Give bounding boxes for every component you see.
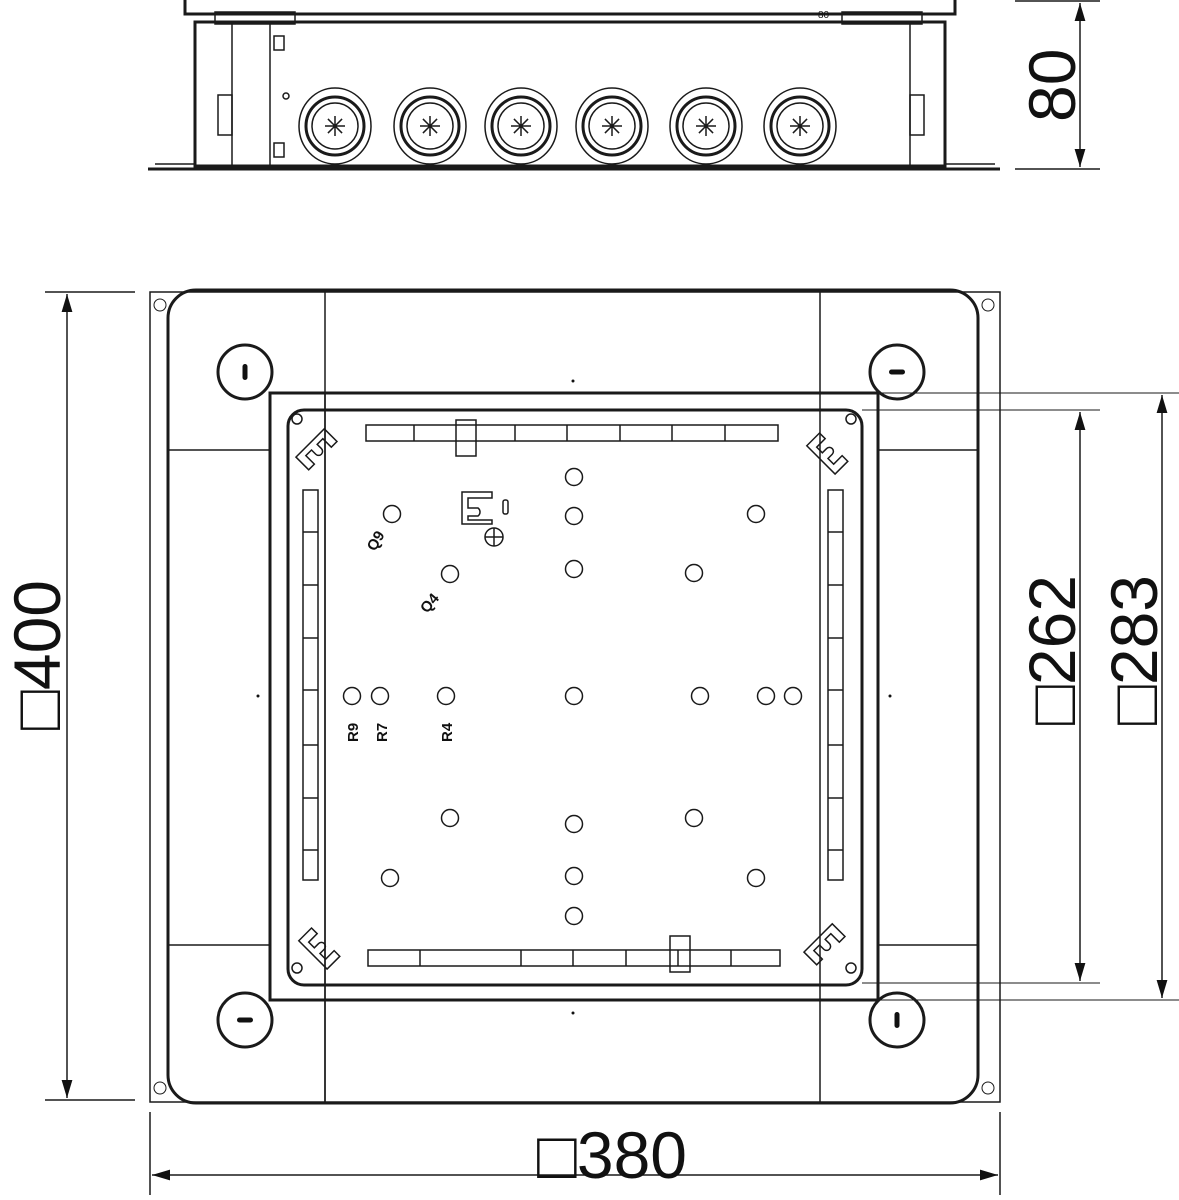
mounting-hole <box>370 686 390 706</box>
top-slot-rail <box>365 424 779 442</box>
mounting-hole <box>564 467 584 487</box>
corner-screw <box>291 962 303 974</box>
earth-bracket <box>461 491 493 525</box>
mounting-hole <box>380 868 400 888</box>
outer-height-dimension: □400 <box>0 580 74 730</box>
side-marking: 80 <box>818 10 830 21</box>
cable-gland <box>484 87 558 165</box>
inner-dimension-b: □283 <box>1097 575 1171 725</box>
corner-clip <box>294 427 339 471</box>
plan-view: Q9 Q4 R9 R7 R4 □400 □380 □262 □283 <box>0 288 1179 1195</box>
mounting-holes <box>342 467 803 926</box>
fixing-screw <box>216 991 274 1049</box>
side-view: 80 80 <box>148 0 1100 171</box>
bottom-slot-rail <box>367 949 781 967</box>
outer-frame <box>149 291 1001 1103</box>
mounting-hole <box>342 686 362 706</box>
right-slot-rail <box>827 489 844 881</box>
left-slot-rail <box>302 489 319 881</box>
cover-plate-plan <box>166 288 980 1105</box>
corner-screw <box>845 962 857 974</box>
outer-width-dimension: □380 <box>537 1118 687 1192</box>
corner-screw <box>291 413 303 425</box>
corner-clip <box>802 922 847 966</box>
mounting-hole <box>564 559 584 579</box>
earth-icon <box>484 527 504 547</box>
cable-gland <box>763 87 837 165</box>
cable-gland <box>669 87 743 165</box>
cover-plate <box>183 0 957 16</box>
fixing-screw <box>868 991 926 1049</box>
mounting-hole <box>756 686 776 706</box>
inner-tray <box>286 408 864 987</box>
mounting-hole <box>684 808 704 828</box>
label-r4: R4 <box>439 722 456 742</box>
inner-frame <box>268 391 880 1002</box>
cable-gland <box>298 87 372 165</box>
mounting-hole <box>783 686 803 706</box>
mounting-hole <box>564 686 584 706</box>
label-q4: Q4 <box>417 590 443 617</box>
mounting-hole <box>564 506 584 526</box>
label-q9: Q9 <box>364 528 389 554</box>
mounting-hole <box>382 504 402 524</box>
fixing-screw <box>216 343 274 401</box>
inner-dimension-a: □262 <box>1015 575 1089 725</box>
label-r7: R7 <box>374 723 391 742</box>
mounting-hole <box>684 563 704 583</box>
mounting-hole <box>564 906 584 926</box>
fixing-screw <box>868 343 926 401</box>
cable-gland <box>393 87 467 165</box>
corner-screw <box>845 413 857 425</box>
mounting-hole <box>690 686 710 706</box>
mounting-hole <box>564 814 584 834</box>
corner-clip <box>297 926 341 971</box>
cable-glands <box>298 87 837 165</box>
mounting-hole <box>746 868 766 888</box>
mounting-hole <box>746 504 766 524</box>
cable-gland <box>575 87 649 165</box>
corner-clip <box>805 431 849 476</box>
fixing-screws <box>153 298 995 1095</box>
label-r9: R9 <box>345 723 362 742</box>
mounting-hole <box>436 686 456 706</box>
mounting-hole <box>440 564 460 584</box>
box-body <box>193 20 947 168</box>
mounting-hole <box>564 866 584 886</box>
slot-rails <box>291 413 857 974</box>
height-dimension: 80 <box>1015 49 1089 122</box>
mounting-hole <box>440 808 460 828</box>
